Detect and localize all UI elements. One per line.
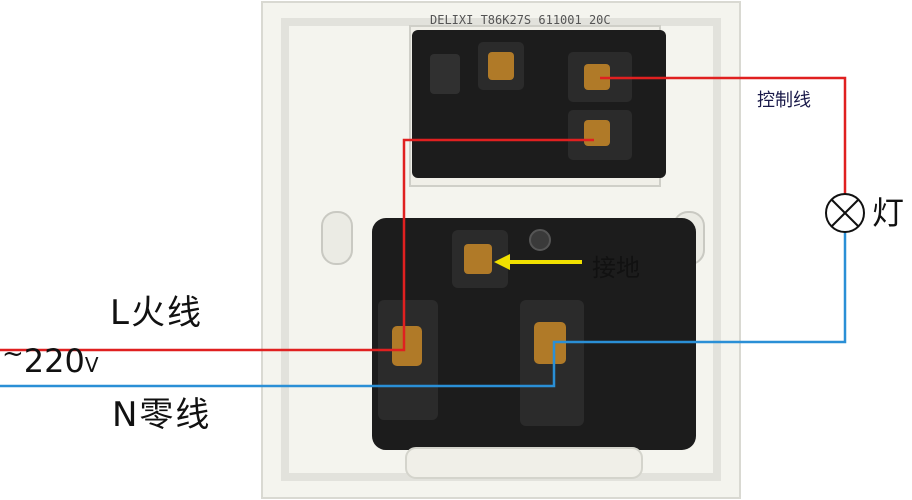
ground-label: 接地 bbox=[592, 254, 640, 282]
voltage-tilde: ~ bbox=[2, 339, 24, 369]
lamp-cross-circle-icon bbox=[825, 193, 865, 233]
voltage-value: 220 bbox=[23, 342, 85, 380]
voltage-label: ~220V bbox=[2, 341, 99, 380]
control-wire bbox=[600, 76, 847, 194]
neutral-terminal-screw bbox=[534, 322, 566, 364]
switch-terminal-l2-screw bbox=[584, 120, 610, 146]
live-wire bbox=[0, 138, 594, 352]
neutral-wire bbox=[0, 232, 847, 388]
switch-terminal-l1-screw bbox=[584, 64, 610, 90]
lamp-label: 灯 bbox=[872, 194, 905, 232]
switch-side-clip bbox=[430, 54, 460, 94]
live-terminal-screw bbox=[392, 326, 422, 366]
socket-screw bbox=[529, 229, 551, 251]
neutral-wire-label: N零线 bbox=[112, 395, 212, 435]
ground-terminal-screw bbox=[464, 244, 492, 274]
mounting-slot-left bbox=[321, 211, 353, 265]
ground-arrow-head bbox=[494, 254, 510, 270]
control-wire-label: 控制线 bbox=[757, 90, 811, 111]
live-wire-label: L火线 bbox=[110, 293, 203, 333]
voltage-unit: V bbox=[84, 353, 99, 377]
brand-print: DELIXI T86K27S 611001 20C bbox=[430, 13, 611, 27]
switch-terminal-common-screw bbox=[488, 52, 514, 80]
socket-base-lip bbox=[405, 447, 643, 479]
